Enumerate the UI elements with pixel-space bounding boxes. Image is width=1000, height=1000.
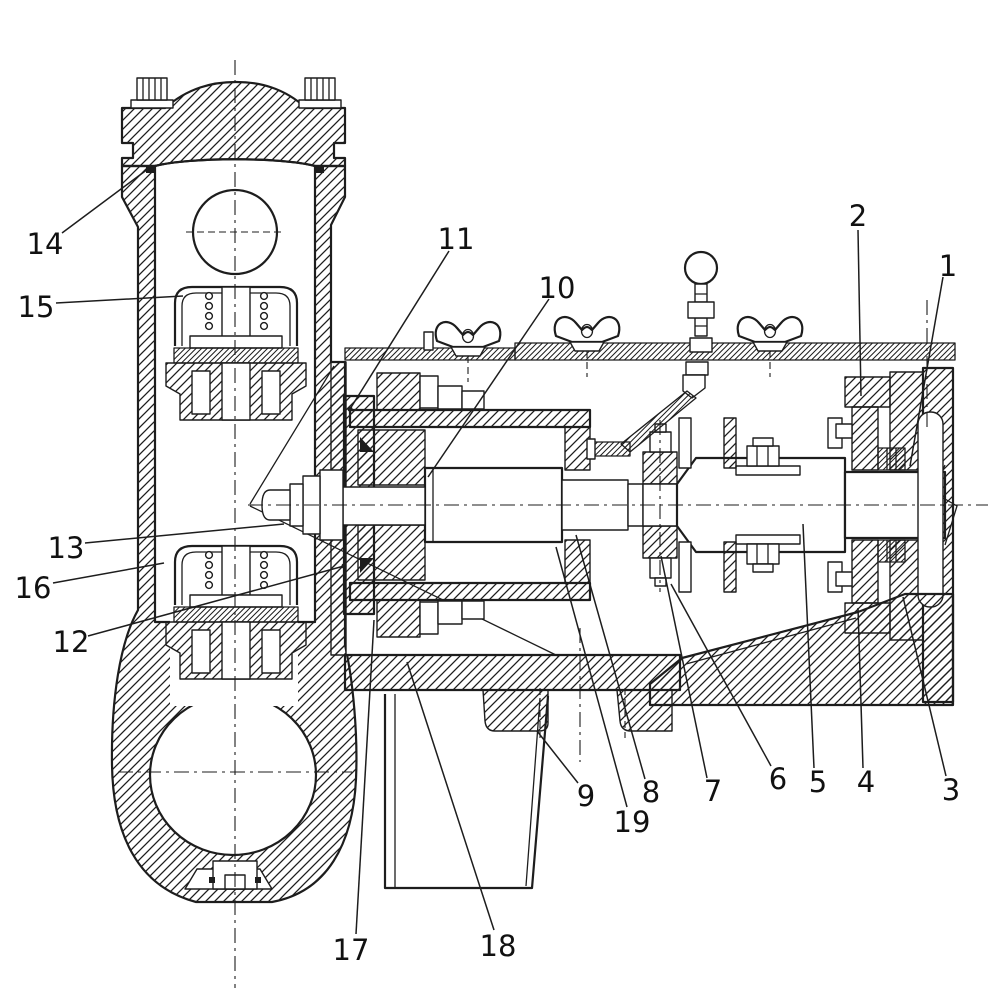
leader-5 — [802, 523, 815, 769]
leader-10 — [427, 298, 550, 478]
leader-2 — [857, 229, 862, 397]
drain-funnel — [383, 694, 550, 890]
leader-15 — [55, 295, 184, 304]
leader-11 — [349, 250, 450, 410]
valve-seat-plate — [173, 347, 299, 364]
valve-seat-plate — [173, 606, 299, 623]
shaft-seal-section — [342, 486, 426, 526]
cover-tab — [423, 331, 434, 351]
leader-1 — [909, 276, 944, 467]
wing-nut — [553, 315, 621, 377]
cap-seal-right — [315, 165, 324, 173]
bulb-cavity — [148, 693, 318, 857]
wing-nut — [434, 320, 502, 382]
pedestal-bracket — [648, 592, 955, 707]
housing-bottom-wall — [348, 581, 592, 602]
leader-7 — [660, 555, 708, 779]
cover-plate-main — [514, 342, 956, 361]
callout-label-6: 6 — [769, 762, 787, 796]
valve-disc — [189, 335, 283, 349]
casing-ledge-top — [735, 437, 801, 476]
wing-nut — [736, 315, 804, 377]
callout-label-4: 4 — [857, 765, 875, 799]
leader-9 — [536, 730, 579, 784]
top-cap — [120, 80, 347, 168]
callout-label-14: 14 — [27, 227, 64, 261]
callout-label-3: 3 — [942, 773, 960, 807]
leader-16 — [52, 562, 165, 584]
gland-bolt-slot — [917, 411, 944, 608]
leader-18 — [406, 661, 495, 931]
valve-disc — [189, 594, 283, 608]
callout-label-17: 17 — [333, 933, 370, 967]
grease-cup — [683, 250, 719, 286]
seal-housing-top — [357, 429, 426, 486]
valve-chest-assembly — [110, 77, 358, 904]
callout-label-5: 5 — [809, 765, 827, 799]
leader-3 — [902, 596, 947, 777]
leader-14 — [61, 165, 153, 234]
housing-end-top — [564, 426, 591, 471]
callout-labels: 1 2 3 4 5 6 7 8 9 10 11 12 13 14 15 16 1… — [15, 199, 961, 967]
casing-cone-lines — [249, 365, 559, 657]
base-foot-left — [482, 689, 549, 732]
oiler-assembly — [586, 250, 719, 460]
leader-19 — [555, 546, 628, 808]
oil-pipe-foot — [593, 441, 631, 457]
callout-label-18: 18 — [480, 929, 517, 963]
callout-label-8: 8 — [642, 775, 660, 809]
cap-bolt-left — [130, 77, 174, 109]
callout-label-9: 9 — [577, 779, 595, 813]
leader-12 — [87, 565, 345, 637]
lower-check-valve — [165, 544, 307, 680]
housing-end-bottom — [564, 539, 591, 584]
callout-label-2: 2 — [849, 199, 867, 233]
lip-seal-bottom — [360, 558, 374, 573]
casing-ledge-bottom — [735, 534, 801, 573]
leader-lines — [52, 165, 947, 935]
callout-label-11: 11 — [438, 222, 475, 256]
seal-housing-bottom — [357, 524, 426, 581]
callout-label-7: 7 — [704, 774, 722, 808]
pump-casing-assembly — [249, 250, 958, 890]
base-flange — [343, 653, 682, 692]
flange-bolt-bottom — [376, 599, 485, 638]
cap-seal-left — [146, 165, 155, 173]
base-foot-right — [616, 689, 673, 732]
upper-check-valve — [165, 285, 307, 421]
valve-spring — [204, 291, 269, 331]
callout-label-10: 10 — [539, 271, 576, 305]
callout-label-13: 13 — [48, 531, 85, 565]
housing-top-wall — [348, 408, 592, 429]
centerlines — [118, 60, 988, 988]
callout-label-19: 19 — [614, 805, 651, 839]
leader-4 — [857, 607, 864, 769]
callout-label-12: 12 — [53, 625, 90, 659]
leader-17 — [355, 619, 375, 935]
flange-bolt-top — [376, 372, 485, 411]
leader-6 — [670, 583, 772, 767]
lip-seal-top — [360, 437, 374, 452]
callout-label-1: 1 — [939, 249, 957, 283]
callout-label-16: 16 — [15, 571, 52, 605]
leader-8 — [575, 534, 646, 780]
callout-label-15: 15 — [18, 290, 55, 324]
leader-13 — [84, 523, 285, 544]
cap-bolt-right — [298, 77, 342, 109]
